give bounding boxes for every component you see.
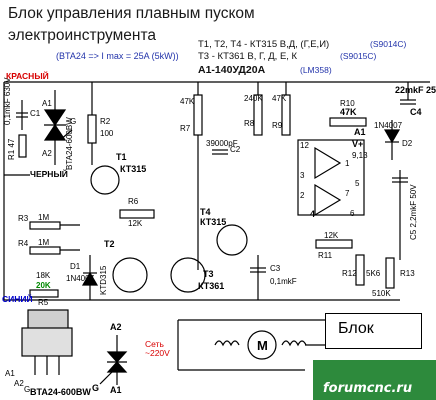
pin-1: 1 bbox=[345, 159, 350, 168]
r5-label: R5 bbox=[38, 298, 49, 307]
r13-value: 510K bbox=[372, 289, 391, 298]
r1-label: R1 47 bbox=[7, 138, 16, 160]
spec-line2: T3 - КТ361 В, Г, Д, Е, К bbox=[198, 51, 298, 62]
t4-type: КТ315 bbox=[200, 217, 227, 227]
symbol-a2: A2 bbox=[110, 322, 122, 332]
c1-label: C1 bbox=[30, 109, 41, 118]
package-g: G bbox=[24, 385, 31, 394]
spec-line3: А1-140УД20А bbox=[198, 64, 266, 76]
c5-label: C5 2,2mkF 50V bbox=[409, 184, 418, 240]
r12-value: 5K6 bbox=[366, 269, 381, 278]
r9-label: R9 bbox=[272, 121, 283, 130]
vplus-label: V+ bbox=[352, 139, 364, 149]
package-a2: A2 bbox=[14, 379, 24, 388]
mains-label: Сеть ~220V bbox=[145, 339, 170, 358]
d2-type: 1N4007 bbox=[374, 121, 403, 130]
r7-label: R7 bbox=[180, 124, 191, 133]
r5-value1: 18K bbox=[36, 271, 51, 280]
package-label: BTA24-600BW bbox=[30, 387, 91, 397]
d1-type: 1N4007 bbox=[66, 274, 95, 283]
wire-black-label: ЧЕРНЫЙ bbox=[30, 169, 68, 179]
spec-line1-alt: (S9014C) bbox=[370, 39, 407, 49]
title-line2: электроинструмента bbox=[8, 27, 156, 44]
triac-g: G bbox=[70, 117, 77, 126]
t1-type: КТ315 bbox=[120, 164, 147, 174]
pin-2: 2 bbox=[300, 191, 305, 200]
c1-value: 0,1mkF 630V bbox=[3, 77, 12, 125]
c3-value: 0,1mkF bbox=[270, 277, 297, 286]
r8-value: 240K bbox=[244, 94, 263, 103]
r6-label: R6 bbox=[128, 197, 139, 206]
d2-label: D2 bbox=[402, 139, 413, 148]
r4-label: R4 bbox=[18, 239, 29, 248]
title-line1: Блок управления плавным пуском bbox=[8, 5, 255, 22]
r13-label: R13 bbox=[400, 269, 415, 278]
t3-type: КТ361 bbox=[198, 281, 225, 291]
pin-913: 9,13 bbox=[352, 151, 368, 160]
pin-5: 5 bbox=[355, 179, 360, 188]
triac-a2: A2 bbox=[42, 149, 52, 158]
symbol-a1: A1 bbox=[110, 385, 122, 395]
spec-line1: T1, T2, T4 - КТ315 В,Д, (Г,Е,И) bbox=[198, 39, 330, 50]
t2-label: T2 bbox=[104, 239, 115, 249]
t1-label: T1 bbox=[116, 152, 127, 162]
triac-a1: A1 bbox=[42, 99, 52, 108]
brand-text: forumcnc.ru bbox=[323, 381, 413, 396]
pin-3: 3 bbox=[300, 171, 305, 180]
c4-value: 22mkF 25V bbox=[395, 85, 436, 95]
r4-value: 1M bbox=[38, 238, 50, 247]
t4-label: T4 bbox=[200, 207, 211, 217]
c4-label: C4 bbox=[410, 107, 422, 117]
r10-value: 47K bbox=[340, 107, 357, 117]
r10-label: R10 bbox=[340, 99, 355, 108]
r3-value: 1M bbox=[38, 213, 50, 222]
r2-value: 100 bbox=[100, 129, 114, 138]
r5-value2: 20K bbox=[36, 281, 51, 290]
r11-label: R11 bbox=[318, 251, 333, 260]
r11-value: 12K bbox=[324, 231, 339, 240]
d1k-type: KTD315 bbox=[99, 265, 108, 295]
r9-value: 47K bbox=[272, 94, 287, 103]
r8-label: R8 bbox=[244, 119, 255, 128]
r7-value: 47K bbox=[180, 97, 195, 106]
wire-blue-label: СИНИЙ bbox=[2, 294, 33, 304]
c3-label: C3 bbox=[270, 264, 281, 273]
pin-6: 6 bbox=[350, 209, 355, 218]
r6-value: 12K bbox=[128, 219, 143, 228]
motor-label: M bbox=[257, 338, 268, 353]
current-note: (BTA24 => I max = 25A (5kW)) bbox=[56, 51, 179, 61]
r2-label: R2 bbox=[100, 117, 111, 126]
r12-label: R12 bbox=[342, 269, 357, 278]
t3-label: T3 bbox=[203, 269, 214, 279]
c2-label: C2 bbox=[230, 145, 241, 154]
control-block-label: Блок bbox=[338, 320, 374, 337]
pin-7: 7 bbox=[345, 189, 350, 198]
wire-red-label: КРАСНЫЙ bbox=[6, 71, 49, 81]
package-a1: A1 bbox=[5, 369, 15, 378]
symbol-g: G bbox=[92, 383, 100, 393]
spec-line2-alt: (S9015C) bbox=[340, 51, 377, 61]
brand-banner: forumcnc.ru bbox=[313, 360, 436, 400]
pin-4: 4 bbox=[310, 209, 316, 219]
spec-line3-alt: (LM358) bbox=[300, 65, 332, 75]
c2-value: 39000pF bbox=[206, 139, 238, 148]
d1-label: D1 bbox=[70, 262, 81, 271]
control-block: Блок bbox=[325, 313, 422, 349]
r3-label: R3 bbox=[18, 214, 29, 223]
opamp-label: A1 bbox=[354, 127, 366, 137]
pin-12: 12 bbox=[300, 141, 309, 150]
